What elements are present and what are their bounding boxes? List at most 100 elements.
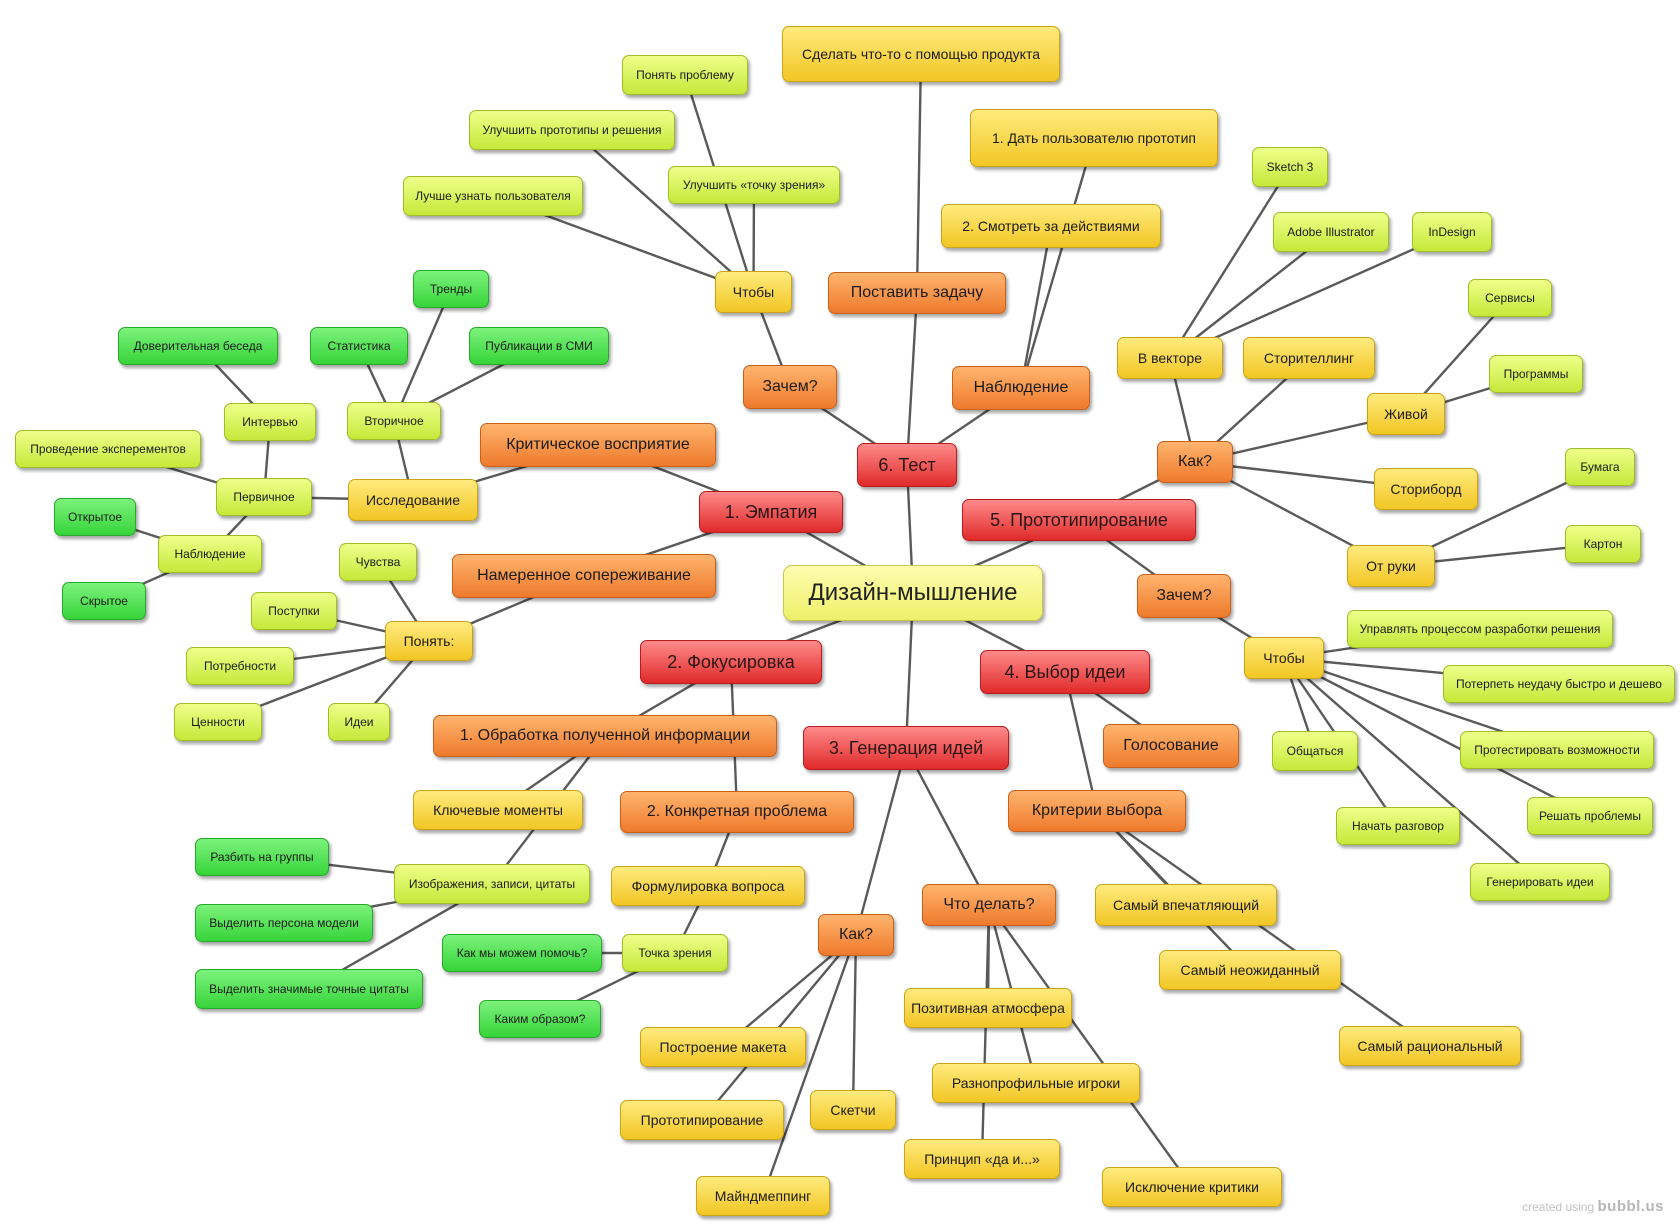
node-know-user[interactable]: Лучше узнать пользователя [403,176,583,216]
node-interview[interactable]: Интервью [224,403,316,441]
node-persona[interactable]: Выделить персона модели [195,904,373,942]
node-do-something[interactable]: Сделать что-то с помощью продукта [782,26,1060,82]
node-which-way[interactable]: Каким образом? [479,1000,601,1038]
node-how-proto[interactable]: Как? [1157,441,1233,483]
link-test-set_task [905,291,919,467]
node-watch[interactable]: 2. Смотреть за действиями [941,204,1161,248]
node-media[interactable]: Публикации в СМИ [469,327,609,365]
node-so-that-test[interactable]: Чтобы [715,271,792,313]
credit-footer: created using bubbl.us [1522,1198,1664,1215]
node-trust-talk[interactable]: Доверительная беседа [118,327,278,365]
node-ideas[interactable]: Идеи [328,703,390,741]
node-no-critic[interactable]: Исключение критики [1102,1167,1282,1207]
node-test[interactable]: 6. Тест [857,443,957,487]
node-observe[interactable]: Наблюдение [952,366,1090,410]
node-communicate[interactable]: Общаться [1272,731,1358,771]
node-choice[interactable]: 4. Выбор идеи [980,650,1150,694]
node-improve-proto[interactable]: Улучшить прототипы и решения [469,110,675,150]
node-criteria[interactable]: Критерии выбора [1008,790,1186,832]
node-indesign[interactable]: InDesign [1412,212,1492,252]
node-voting[interactable]: Голосование [1103,724,1239,768]
node-open[interactable]: Открытое [54,498,136,536]
node-viewpoint[interactable]: Точка зрения [622,934,728,972]
node-quotes[interactable]: Выделить значимые точные цитаты [195,969,423,1009]
node-cardboard[interactable]: Картон [1565,525,1641,563]
node-focus[interactable]: 2. Фокусировка [640,640,822,684]
credit-prefix: created using [1522,1200,1595,1214]
node-statistics[interactable]: Статистика [310,327,408,365]
node-yes-and[interactable]: Принцип «да и...» [904,1139,1060,1179]
node-actions[interactable]: Поступки [251,592,337,630]
node-values[interactable]: Ценности [174,703,262,741]
node-test-options[interactable]: Протестировать возможности [1460,731,1654,769]
node-crit-perception[interactable]: Критическое восприятие [480,423,716,467]
node-set-task[interactable]: Поставить задачу [828,272,1006,314]
node-understand-problem[interactable]: Понять проблему [622,55,748,95]
node-trends[interactable]: Тренды [413,270,489,308]
node-images[interactable]: Изображения, записи, цитаты [394,864,590,904]
node-impressive[interactable]: Самый впечатляющий [1095,884,1277,926]
node-sketch3[interactable]: Sketch 3 [1252,147,1328,187]
node-positive[interactable]: Позитивная атмосфера [904,988,1072,1028]
link-vector-sketch3 [1168,165,1292,360]
node-how-help[interactable]: Как мы можем помочь? [442,934,602,972]
node-processing[interactable]: 1. Обработка полученной информации [433,715,777,757]
node-why-proto[interactable]: Зачем? [1137,574,1231,618]
node-improve-view[interactable]: Улучшить «точку зрения» [668,166,840,204]
node-why-test[interactable]: Зачем? [743,365,837,409]
node-mindmapping[interactable]: Майндмеппинг [696,1176,830,1216]
node-fail-fast[interactable]: Потерпеть неудачу быстро и дешево [1443,665,1675,703]
node-by-hand[interactable]: От руки [1347,545,1435,587]
link-observe-give_proto [1019,136,1096,390]
node-paper[interactable]: Бумага [1565,448,1635,486]
node-storytelling[interactable]: Сторителлинг [1243,337,1375,379]
node-secondary[interactable]: Вторичное [347,402,441,440]
credit-brand[interactable]: bubbl.us [1597,1198,1664,1215]
node-what-do[interactable]: Что делать? [922,884,1056,926]
node-understand[interactable]: Понять: [385,621,473,661]
node-solve[interactable]: Решать проблемы [1527,797,1653,835]
link-observe-watch [1019,224,1053,390]
node-live[interactable]: Живой [1367,393,1445,435]
node-programs[interactable]: Программы [1489,355,1583,393]
node-prototyping[interactable]: Прототипирование [620,1100,784,1140]
node-concrete[interactable]: 2. Конкретная проблема [620,791,854,833]
node-illustrator[interactable]: Adobe Illustrator [1273,212,1389,252]
node-unexpected[interactable]: Самый неожиданный [1159,950,1341,990]
node-observation-e[interactable]: Наблюдение [158,535,262,573]
node-research[interactable]: Исследование [348,479,478,521]
node-vector[interactable]: В векторе [1117,337,1223,379]
node-root[interactable]: Дизайн-мышление [783,565,1043,621]
node-empathy[interactable]: 1. Эмпатия [699,491,843,533]
node-manage[interactable]: Управлять процессом разработки решения [1347,610,1613,648]
node-ideation[interactable]: 3. Генерация идей [803,726,1009,770]
node-hidden[interactable]: Скрытое [62,582,146,620]
node-so-that-proto[interactable]: Чтобы [1244,637,1324,679]
link-criteria-rational [1095,809,1432,1048]
link-ideation-how_gen [854,746,908,937]
node-give-proto[interactable]: 1. Дать пользователю прототип [970,109,1218,167]
node-sketches[interactable]: Скетчи [810,1090,896,1130]
node-experiments[interactable]: Проведение эксперементов [15,430,201,468]
node-rational[interactable]: Самый рациональный [1339,1026,1521,1066]
node-services[interactable]: Сервисы [1468,279,1552,317]
node-gen-ideas[interactable]: Генерировать идеи [1470,863,1610,901]
node-key-moments[interactable]: Ключевые моменты [413,790,583,830]
node-proto[interactable]: 5. Прототипирование [962,499,1196,541]
node-start-talk[interactable]: Начать разговор [1336,807,1460,845]
node-storyboard[interactable]: Сториборд [1374,468,1478,510]
node-mockup[interactable]: Построение макета [640,1027,806,1067]
node-how-gen[interactable]: Как? [818,914,894,956]
node-split[interactable]: Разбить на группы [195,838,329,876]
link-how_gen-sketches [851,933,858,1112]
node-primary[interactable]: Первичное [216,478,312,516]
node-formulate[interactable]: Формулировка вопроса [611,866,805,906]
link-ideation-what_do [904,746,991,907]
node-diverse[interactable]: Разнопрофильные игроки [932,1063,1140,1103]
node-needs[interactable]: Потребности [186,647,294,685]
node-feelings[interactable]: Чувства [339,543,417,581]
link-set_task-do_something [915,52,923,295]
link-what_do-yes_and [980,903,991,1161]
node-intent-empathy[interactable]: Намеренное сопереживание [452,554,716,598]
